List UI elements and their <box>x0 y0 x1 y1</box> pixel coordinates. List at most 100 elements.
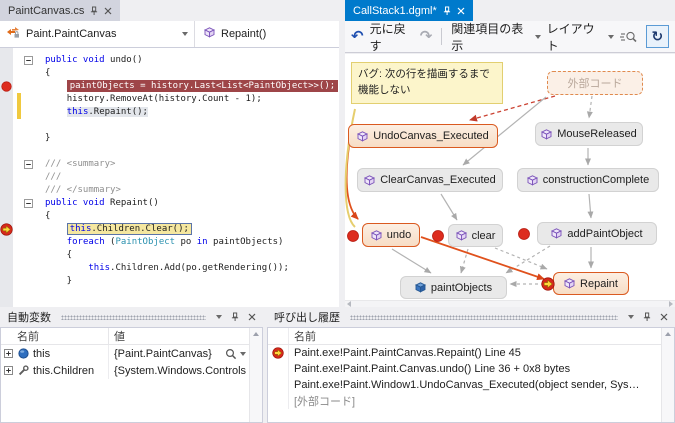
fold-collapse-icon[interactable] <box>23 56 33 65</box>
code-line[interactable]: foreach (PaintObject po in paintObjects) <box>0 236 339 249</box>
diagram-edges <box>344 95 594 287</box>
node-label: MouseReleased <box>557 128 637 140</box>
code-line[interactable]: public void undo() <box>0 54 339 67</box>
code-line[interactable]: } <box>0 275 339 288</box>
node-label: paintObjects <box>430 281 493 294</box>
close-icon[interactable] <box>248 313 256 321</box>
undo-icon[interactable]: ↶ <box>351 27 364 45</box>
code-line[interactable]: { <box>0 210 339 223</box>
chevron-down-icon <box>182 32 188 36</box>
code-line[interactable]: history.RemoveAt(history.Count - 1); <box>0 93 339 106</box>
bug-comment-note[interactable]: バグ: 次の行を描画するまで 機能しない <box>351 62 503 104</box>
node-paintobjects[interactable]: paintObjects <box>400 276 507 299</box>
code-line[interactable]: /// <box>0 171 339 184</box>
chevron-down-icon[interactable] <box>240 351 246 356</box>
code-line[interactable]: public void Repaint() <box>0 197 339 210</box>
autos-row[interactable]: this.Children{System.Windows.Controls <box>1 362 262 379</box>
node-mousereleased[interactable]: MouseReleased <box>535 122 643 146</box>
change-bar <box>17 106 21 119</box>
code-area[interactable]: public void undo(){ paintObjects = histo… <box>0 48 339 307</box>
tab-paintcanvas[interactable]: PaintCanvas.cs <box>0 0 121 21</box>
current-statement-icon <box>0 223 13 236</box>
scroll-up-icon[interactable] <box>253 332 259 336</box>
code-line[interactable]: /// <summary> <box>0 158 339 171</box>
code-line[interactable] <box>0 145 339 158</box>
callstack-panel-header[interactable]: 呼び出し履歴 <box>267 307 675 327</box>
refresh-button[interactable]: ↻ <box>645 25 669 48</box>
redo-icon[interactable]: ↷ <box>419 27 433 45</box>
class-dropdown[interactable]: Paint.PaintCanvas <box>0 21 195 47</box>
callstack-frame-row[interactable]: [外部コード] <box>268 393 674 409</box>
close-icon[interactable] <box>457 7 465 15</box>
node-addpaintobject[interactable]: addPaintObject <box>537 222 657 245</box>
code-line[interactable]: this.Children.Clear(); <box>0 223 339 236</box>
node-clear[interactable]: clear <box>448 224 503 247</box>
vertical-scrollbar[interactable] <box>661 328 674 422</box>
drag-grip[interactable] <box>350 314 618 320</box>
fold-collapse-icon[interactable] <box>23 199 33 208</box>
callstack-frame-row[interactable]: Paint.exe!Paint.Paint.Canvas.undo() Line… <box>268 361 674 377</box>
expand-icon[interactable] <box>3 349 13 358</box>
node-undocanvas-executed[interactable]: UndoCanvas_Executed <box>348 124 498 148</box>
horizontal-scrollbar[interactable] <box>345 300 675 307</box>
pin-icon[interactable] <box>643 312 651 322</box>
chevron-down-icon[interactable] <box>607 34 614 39</box>
node-constructioncomplete[interactable]: constructionComplete <box>517 168 659 192</box>
scroll-left-icon[interactable] <box>347 301 351 307</box>
method-dropdown[interactable]: Repaint() <box>195 21 275 47</box>
magnifier-icon[interactable] <box>225 348 237 360</box>
close-icon[interactable] <box>104 7 112 15</box>
column-value[interactable]: 値 <box>114 331 125 343</box>
drag-grip[interactable] <box>61 314 206 320</box>
scroll-right-icon[interactable] <box>669 301 673 307</box>
left-tabstrip: PaintCanvas.cs <box>0 0 339 21</box>
autos-row[interactable]: this{Paint.PaintCanvas} <box>1 345 262 362</box>
node-label: clear <box>471 229 496 242</box>
code-line[interactable]: /// </summary> <box>0 184 339 197</box>
node-repaint[interactable]: Repaint <box>553 272 629 295</box>
autos-panel-header[interactable]: 自動変数 <box>0 307 263 327</box>
callstack-frame-row[interactable]: Paint.exe!Paint.Window1.UndoCanvas_Execu… <box>268 377 674 393</box>
window-menu-icon[interactable] <box>628 315 634 319</box>
node-external-code[interactable]: 外部コード <box>547 71 643 95</box>
node-clearcanvas-executed[interactable]: ClearCanvas_Executed <box>357 168 503 192</box>
class-icon <box>6 26 20 42</box>
pin-icon[interactable] <box>90 6 98 16</box>
code-line[interactable]: { <box>0 67 339 80</box>
layout-button[interactable]: レイアウト <box>546 21 595 53</box>
dgml-toolbar: ↶ 元に戻す ↷ 関連項目の表示 レイアウト ↻ <box>345 21 675 53</box>
code-line[interactable]: paintObjects = history.Last<List<PaintOb… <box>0 80 339 93</box>
method-icon <box>564 278 576 289</box>
fold-collapse-icon[interactable] <box>23 160 33 169</box>
pin-icon[interactable] <box>231 312 239 322</box>
undo-button-label[interactable]: 元に戻す <box>369 21 406 53</box>
code-line[interactable]: this.Children.Add(po.getRendering()); <box>0 262 339 275</box>
code-line[interactable]: { <box>0 249 339 262</box>
column-name[interactable]: 名前 <box>294 331 316 343</box>
variable-name: this.Children <box>33 364 95 377</box>
code-line[interactable]: } <box>0 132 339 145</box>
edge <box>459 248 469 274</box>
scroll-up-icon[interactable] <box>665 332 671 336</box>
code-line[interactable] <box>0 119 339 132</box>
expand-icon[interactable] <box>3 366 13 375</box>
zoom-fit-icon[interactable] <box>619 30 637 44</box>
vertical-scrollbar[interactable] <box>249 328 262 422</box>
frame-text: [外部コード] <box>294 396 356 408</box>
object-instance-icon <box>17 348 29 359</box>
callstack-frame-row[interactable]: Paint.exe!Paint.PaintCanvas.Repaint() Li… <box>268 345 674 361</box>
window-menu-icon[interactable] <box>216 315 222 319</box>
breakpoint-margin[interactable] <box>0 48 13 307</box>
column-name[interactable]: 名前 <box>15 328 109 344</box>
node-label: 外部コード <box>567 78 623 90</box>
node-label: ClearCanvas_Executed <box>380 174 496 186</box>
close-icon[interactable] <box>660 313 668 321</box>
pin-icon[interactable] <box>443 6 451 16</box>
code-line[interactable]: this.Repaint(); <box>0 106 339 119</box>
chevron-down-icon[interactable] <box>534 34 541 39</box>
tab-callstack-dgml[interactable]: CallStack1.dgml* <box>345 0 473 21</box>
show-related-button[interactable]: 関連項目の表示 <box>451 21 524 53</box>
variable-name: this <box>33 347 51 360</box>
node-undo[interactable]: undo <box>362 223 420 247</box>
